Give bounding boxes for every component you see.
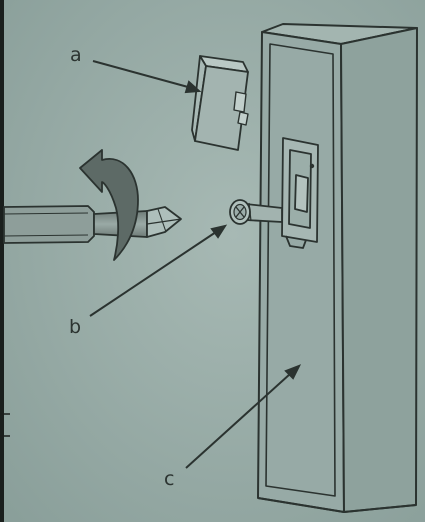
left-page-edge bbox=[0, 0, 4, 522]
cover-cap bbox=[192, 56, 248, 150]
latch-slot bbox=[282, 138, 318, 248]
housing-body bbox=[258, 24, 417, 512]
label-c: c bbox=[164, 470, 174, 489]
label-b: b bbox=[69, 318, 81, 337]
label-a: a bbox=[70, 46, 82, 65]
